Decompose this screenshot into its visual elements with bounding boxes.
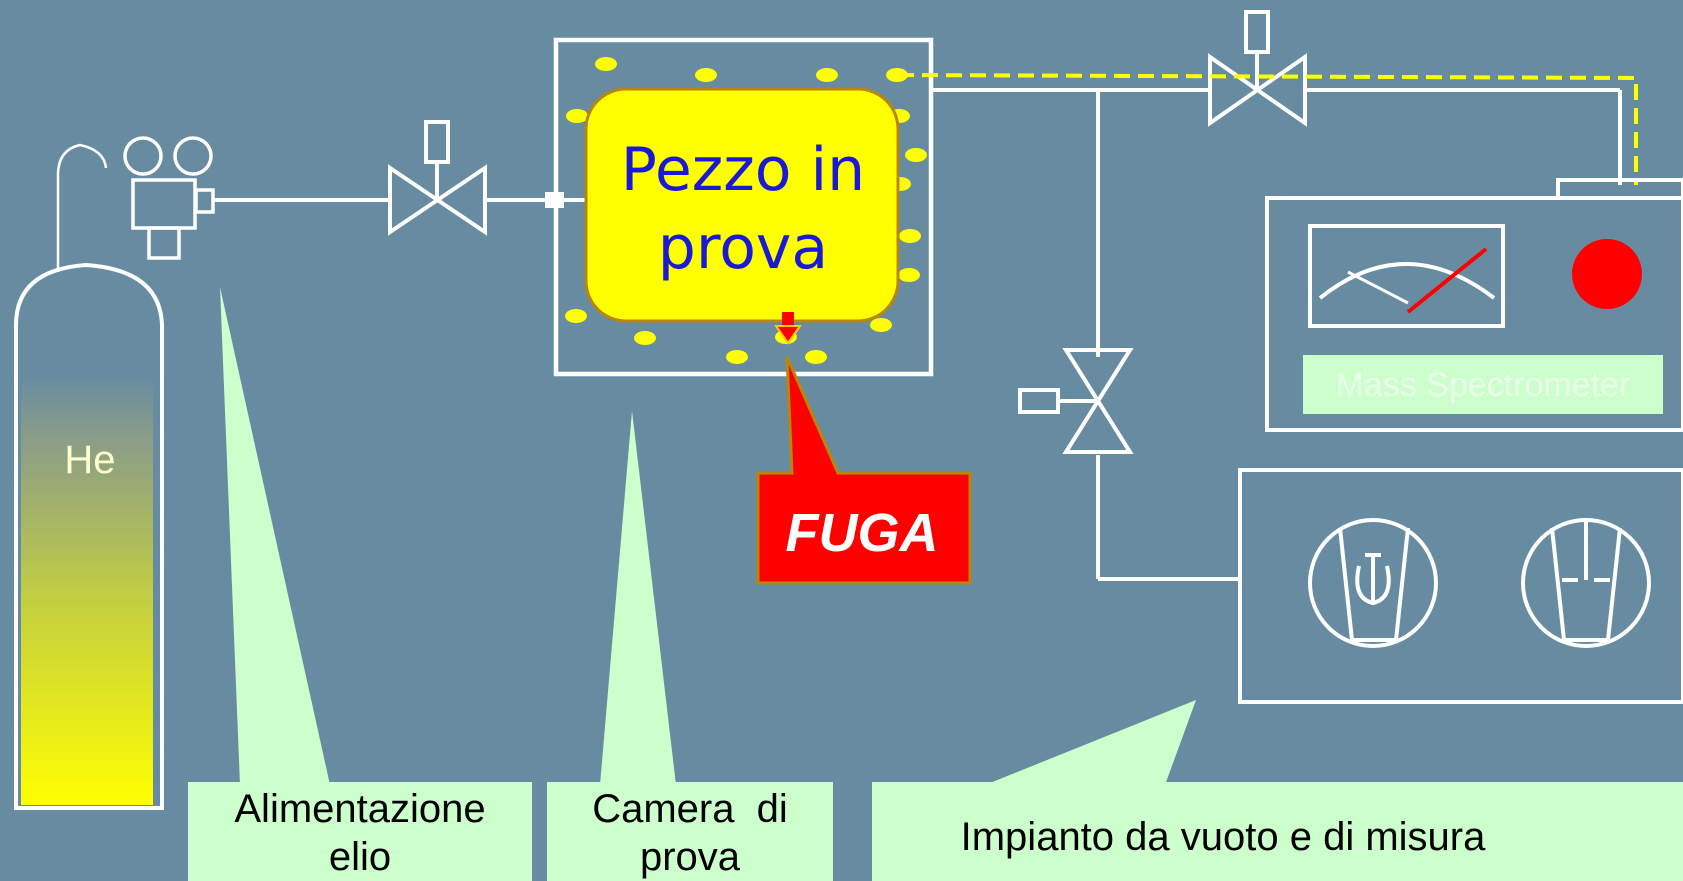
turbo-pump-icon [1308,518,1438,648]
spectrometer-label: Mass Spectrometer [1336,366,1631,404]
leak-callout: FUGA [756,356,972,585]
vacuum-line [931,88,1622,581]
vacuum-system-callout-pointer [985,700,1196,785]
indicator-light-icon [1572,239,1642,309]
vacuum-system-callout: Impianto da vuoto e di misura [872,782,1683,881]
helium-supply-callout-pointer [220,287,330,785]
gauge-1-icon [123,136,163,176]
helium-cylinder: He [14,143,164,810]
cylinder-body [14,262,164,810]
helium-supply-label-line1: Alimentazione [234,787,485,831]
test-chamber-label-line2: prova [640,835,741,879]
test-chamber-label-line1: Camera di [592,787,788,831]
leak-arrow-icon [774,312,802,345]
test-piece: Pezzo in prova [584,87,900,323]
inlet-valve-icon [388,120,487,236]
cylinder-label: He [64,438,115,482]
test-chamber-callout: Camera di prova [547,782,833,881]
analog-meter-icon [1308,224,1505,328]
gauge-2-icon [173,136,213,176]
roughing-valve-icon [1018,348,1134,454]
rotary-pump-icon [1521,518,1651,648]
mass-spectrometer: Mass Spectrometer [1265,178,1683,432]
test-piece-label-line2: prova [658,213,828,283]
leak-label: FUGA [786,503,939,563]
pressure-regulator [123,136,215,260]
vacuum-system-label: Impianto da vuoto e di misura [961,815,1486,859]
helium-supply-callout: Alimentazione elio [188,782,532,881]
vacuum-pump-panel [1238,468,1683,704]
spectrometer-valve-icon [1208,10,1307,127]
helium-gas-fill [21,375,153,805]
helium-supply-label-line2: elio [329,835,391,879]
helium-detection-path [897,73,1638,185]
test-piece-label-line1: Pezzo in [621,135,865,205]
test-chamber-callout-pointer [600,411,676,785]
spectrometer-label-box [1303,355,1663,414]
test-chamber [553,37,934,377]
